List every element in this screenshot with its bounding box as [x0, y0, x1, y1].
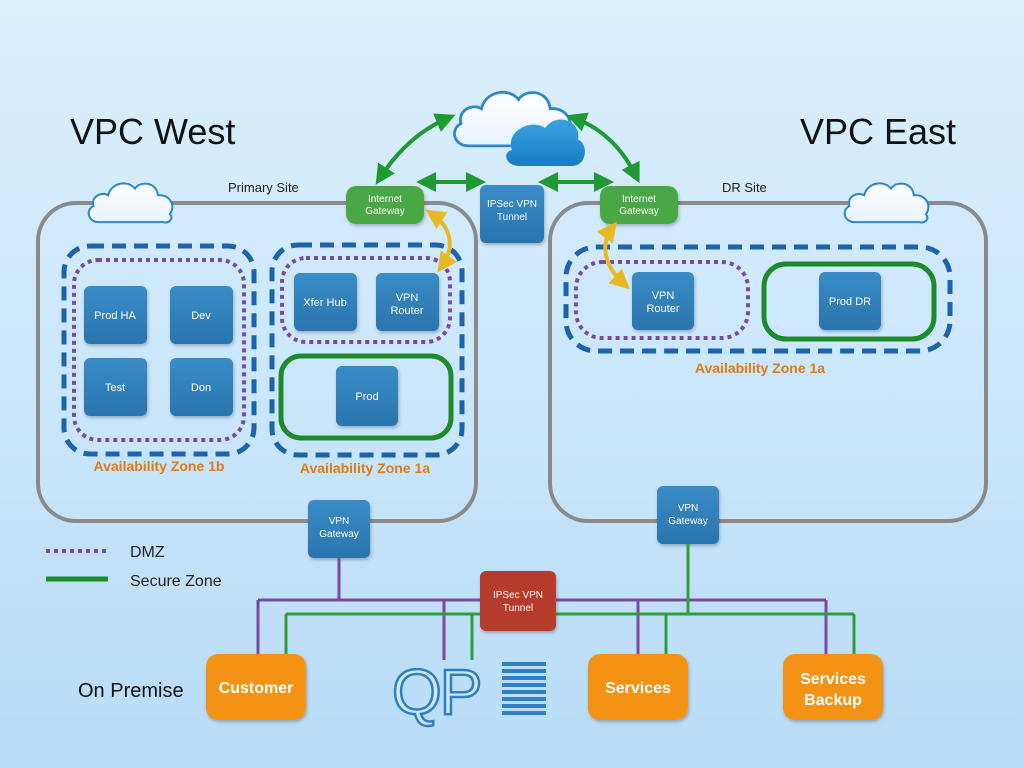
svg-text:Gateway: Gateway	[319, 529, 358, 540]
svg-text:Prod HA: Prod HA	[94, 310, 136, 322]
vpc-west-title: VPC West	[70, 111, 235, 152]
arrow-igw-to-vpn-router-west	[425, 209, 458, 273]
svg-text:Services: Services	[605, 680, 671, 697]
node-vpn-router-west[interactable]: VPN Router	[376, 273, 439, 331]
legend-secure-label: Secure Zone	[130, 573, 222, 590]
cloud-icon	[506, 119, 585, 166]
az-1a-west-label: Availability Zone 1a	[300, 460, 430, 476]
svg-text:Internet: Internet	[368, 194, 402, 205]
vpn-gateway-east[interactable]: VPN Gateway	[657, 486, 719, 544]
ipsec-tunnel-top[interactable]: IPSec VPN Tunnel	[480, 185, 544, 243]
on-premise-label: On Premise	[78, 680, 184, 702]
node-don[interactable]: Don	[170, 358, 233, 416]
svg-text:Dev: Dev	[191, 310, 211, 322]
logo-bars-icon	[502, 662, 546, 715]
cloud-icon	[87, 182, 174, 224]
arrow-igw-to-vpn-router-east	[596, 221, 630, 290]
svg-text:IPSec VPN: IPSec VPN	[487, 199, 537, 210]
svg-text:VPN: VPN	[652, 290, 675, 302]
az-1a-east-label: Availability Zone 1a	[695, 360, 825, 376]
svg-text:Customer: Customer	[219, 680, 294, 697]
legend: DMZ Secure Zone	[46, 544, 222, 590]
svg-text:VPN: VPN	[396, 292, 419, 304]
svg-text:Services: Services	[800, 671, 866, 688]
secure-zone-east	[761, 261, 937, 342]
node-vpn-router-east[interactable]: VPN Router	[632, 272, 694, 330]
legend-dmz-label: DMZ	[130, 544, 165, 561]
svg-text:Test: Test	[105, 382, 125, 394]
svg-text:Router: Router	[646, 303, 679, 315]
internet-gateway-west[interactable]: Internet Gateway	[346, 186, 424, 224]
node-prod[interactable]: Prod	[336, 366, 398, 426]
dmz-zone-west-1b	[72, 258, 246, 442]
node-prod-dr[interactable]: Prod DR	[819, 272, 881, 330]
svg-text:Tunnel: Tunnel	[497, 212, 527, 223]
svg-text:Gateway: Gateway	[619, 206, 658, 217]
svg-text:Internet: Internet	[622, 194, 656, 205]
vpn-gateway-west[interactable]: VPN Gateway	[308, 500, 370, 558]
customer-node[interactable]: Customer	[206, 654, 306, 720]
services-node[interactable]: Services	[588, 654, 688, 720]
svg-text:QP: QP	[392, 656, 480, 728]
svg-text:Gateway: Gateway	[668, 516, 707, 527]
arrow-east-to-cloud	[566, 112, 640, 184]
dmz-zone-west-1a	[280, 256, 452, 344]
az-1a-west-boundary	[269, 242, 465, 458]
svg-text:Backup: Backup	[804, 692, 862, 709]
svg-text:Prod: Prod	[355, 391, 378, 403]
vpc-east-boundary	[548, 201, 988, 523]
az-1a-east-boundary	[563, 244, 953, 354]
node-dev[interactable]: Dev	[170, 286, 233, 344]
svg-text:Prod DR: Prod DR	[829, 296, 871, 308]
secure-zone-west	[278, 353, 454, 441]
node-prod-ha[interactable]: Prod HA	[84, 286, 147, 344]
svg-text:VPN: VPN	[678, 503, 699, 514]
dmz-zone-east	[574, 260, 750, 340]
logo-qp: QP	[391, 655, 546, 729]
internet-cloud	[453, 90, 585, 166]
az-1b-label: Availability Zone 1b	[94, 458, 225, 474]
internet-gateway-east[interactable]: Internet Gateway	[600, 186, 678, 224]
svg-text:IPSec VPN: IPSec VPN	[493, 590, 543, 601]
svg-text:Tunnel: Tunnel	[503, 603, 533, 614]
node-xfer-hub[interactable]: Xfer Hub	[294, 273, 357, 331]
vpc-west-site-label: Primary Site	[228, 180, 299, 195]
arrow-west-to-cloud	[375, 113, 456, 185]
svg-text:VPN: VPN	[329, 516, 350, 527]
svg-text:Router: Router	[390, 305, 423, 317]
services-backup-node[interactable]: Services Backup	[783, 654, 883, 720]
node-test[interactable]: Test	[84, 358, 147, 416]
svg-text:Gateway: Gateway	[365, 206, 404, 217]
vpc-west-boundary	[36, 201, 478, 523]
ipsec-tunnel-bottom[interactable]: IPSec VPN Tunnel	[480, 571, 556, 631]
svg-text:Xfer Hub: Xfer Hub	[303, 297, 346, 309]
svg-text:Don: Don	[191, 382, 211, 394]
vpc-east-site-label: DR Site	[722, 180, 767, 195]
cloud-icon	[843, 182, 930, 224]
vpc-east-title: VPC East	[800, 111, 956, 152]
internet-arrows	[375, 112, 640, 192]
az-1b-boundary	[61, 243, 257, 457]
